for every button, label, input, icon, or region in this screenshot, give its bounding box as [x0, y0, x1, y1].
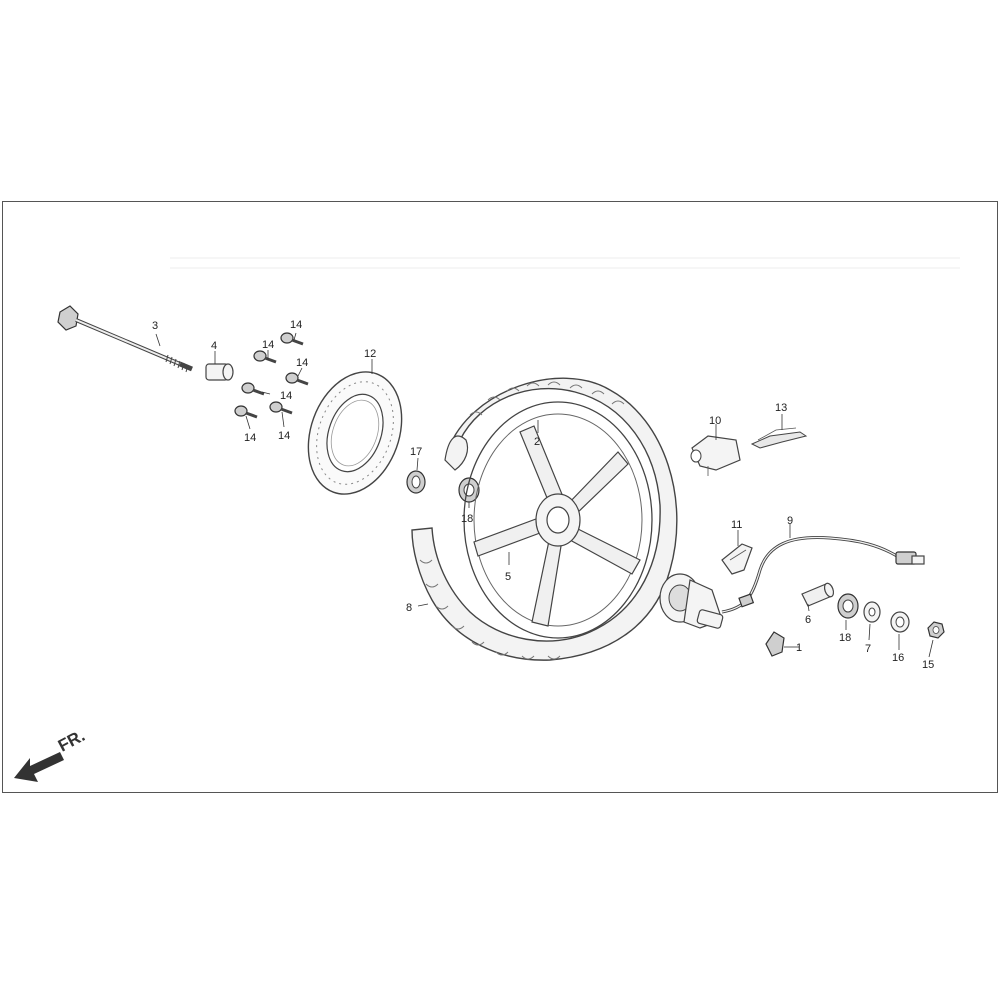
callout-10: 10 — [709, 415, 721, 427]
callout-17: 17 — [410, 446, 422, 458]
callout-8: 8 — [406, 602, 412, 614]
callout-14-c: 14 — [296, 357, 308, 369]
callout-14-d: 14 — [280, 390, 292, 402]
callout-3: 3 — [152, 320, 158, 332]
retainer — [863, 601, 881, 623]
speedometer-gearbox — [659, 573, 724, 629]
callout-13: 13 — [775, 402, 787, 414]
speedometer-cable — [721, 535, 925, 614]
wheel-rim — [463, 401, 653, 639]
callout-14-e: 14 — [244, 432, 256, 444]
callout-4: 4 — [211, 340, 217, 352]
callout-1: 1 — [796, 642, 802, 654]
callout-9: 9 — [787, 515, 793, 527]
callout-2: 2 — [534, 436, 540, 448]
callout-18-b: 18 — [839, 632, 851, 644]
disc-bolts — [234, 332, 309, 419]
callout-14-f: 14 — [278, 430, 290, 442]
axle-bolt — [57, 305, 193, 373]
wire-clip — [750, 427, 808, 449]
front-direction-label: FR. — [55, 726, 88, 756]
callout-11: 11 — [731, 519, 742, 531]
callout-16: 16 — [892, 652, 904, 664]
front-direction-indicator: FR. — [14, 726, 88, 782]
background-lines — [170, 257, 960, 269]
front-arrow-icon — [14, 752, 64, 782]
cable-clip — [721, 543, 753, 575]
callout-14-a: 14 — [262, 339, 274, 351]
brake-disc — [307, 371, 403, 495]
callout-5: 5 — [505, 571, 511, 583]
callout-12: 12 — [364, 348, 376, 360]
bearing-right — [837, 593, 859, 619]
callout-7: 7 — [865, 643, 871, 655]
callout-18-a: 18 — [461, 513, 473, 525]
tyre — [411, 377, 678, 661]
small-clip — [765, 631, 785, 657]
leader-lines — [155, 332, 934, 658]
callout-labels: 1 2 3 4 5 6 7 8 9 10 11 12 13 14 14 14 1… — [152, 319, 934, 671]
washer — [890, 611, 910, 633]
callout-14-b: 14 — [290, 319, 302, 331]
callout-6: 6 — [805, 614, 811, 626]
collar — [205, 363, 234, 381]
axle-nut — [927, 621, 945, 639]
spacer-tube — [801, 582, 835, 607]
callout-15: 15 — [922, 659, 934, 671]
diagram-frame — [2, 201, 998, 793]
dust-seal — [406, 470, 426, 494]
sensor-bracket — [690, 435, 741, 476]
